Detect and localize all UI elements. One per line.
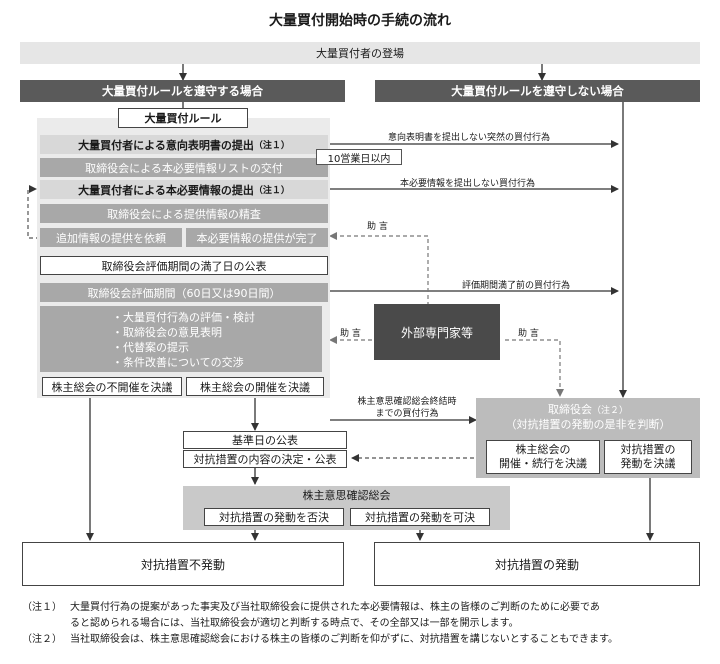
eval-task-item: ・条件改善についての交渉	[112, 356, 244, 369]
record-date-sub: 対抗措置の内容の決定・公表	[183, 450, 347, 468]
label-pre-expiry: 評価期間満了前の買付行為	[462, 281, 571, 291]
footnote-2: （注２）当社取締役会は、株主意思確認総会における株主の皆様のご判断を仰がずに、対…	[22, 634, 618, 645]
right-header: 大量買付ルールを遵守しない場合	[375, 80, 700, 102]
days-badge: 10営業日以内	[316, 149, 402, 165]
board-title: 取締役会（注２） （対抗措置の発動の是非を判断）	[476, 400, 700, 434]
external-experts: 外部専門家等	[374, 304, 500, 360]
footnotes: （注１）大量買付行為の提案があった事実及び当社取締役会に提供された本必要情報は、…	[22, 600, 712, 648]
label-before-meeting-2: までの買付行為	[375, 409, 439, 419]
left-header: 大量買付ルールを遵守する場合	[20, 80, 345, 102]
step-info-submit-text: 大量買付者による本必要情報の提出	[78, 183, 254, 197]
label-before-meeting: 株主意思確認総会終結時 までの買付行為	[352, 396, 462, 420]
record-date-title: 基準日の公表	[183, 431, 347, 449]
step-review: 取締役会による提供情報の精査	[40, 204, 328, 223]
step-request-more: 追加情報の提供を依頼	[40, 228, 182, 247]
outcome-trigger: 対抗措置の発動	[374, 542, 700, 586]
step-eval-period: 取締役会評価期間（60日又は90日間）	[40, 283, 328, 302]
note2-ref: （注２）	[591, 405, 628, 416]
resolve-hold-meeting: 株主総会の開催を決議	[186, 377, 324, 396]
label-sudden: 意向表明書を提出しない突然の買付行為	[388, 133, 551, 143]
top-bar: 大量買付者の登場	[20, 42, 700, 64]
meeting-approve: 対抗措置の発動を可決	[350, 508, 490, 526]
eval-task-item: ・取締役会の意見表明	[112, 326, 222, 339]
diagram-title: 大量買付開始時の手続の流れ	[269, 13, 451, 29]
resolve-no-meeting: 株主総会の不開催を決議	[42, 377, 182, 396]
note1-ref-2: （注１）	[253, 186, 290, 196]
board-opt-meeting: 株主総会の 開催・続行を決議	[486, 440, 600, 474]
step-intent-letter-text: 大量買付者による意向表明書の提出	[78, 138, 254, 152]
step-info-complete: 本必要情報の提供が完了	[186, 228, 328, 247]
outcome-no-trigger: 対抗措置不発動	[22, 542, 344, 586]
meeting-title: 株主意思確認総会	[302, 489, 391, 502]
footnote-1: （注１）大量買付行為の提案があった事実及び当社取締役会に提供された本必要情報は、…	[22, 602, 600, 613]
step-intent-letter: 大量買付者による意向表明書の提出（注１）	[40, 135, 328, 154]
note1-ref: （注１）	[253, 141, 290, 151]
eval-task-item: ・大量買付行為の評価・検討	[112, 311, 255, 324]
step-info-submit: 大量買付者による本必要情報の提出（注１）	[40, 180, 328, 199]
rule-label: 大量買付ルール	[118, 108, 248, 128]
label-advice-right: 助 言	[518, 329, 539, 339]
eval-tasks: ・大量買付行為の評価・検討 ・取締役会の意見表明 ・代替案の提示 ・条件改善につ…	[40, 306, 322, 372]
label-no-info: 本必要情報を提出しない買付行為	[400, 179, 536, 189]
step-expiry-announce: 取締役会評価期間の満了日の公表	[40, 256, 328, 275]
eval-task-item: ・代替案の提示	[112, 341, 189, 354]
board-opt-trigger: 対抗措置の 発動を決議	[604, 440, 692, 474]
board-line2: （対抗措置の発動の是非を判断）	[505, 417, 671, 431]
meeting-deny: 対抗措置の発動を否決	[204, 508, 344, 526]
board-line1: 取締役会	[547, 402, 592, 416]
step-info-list: 取締役会による本必要情報リストの交付	[40, 158, 328, 177]
label-advice-left: 助 言	[340, 329, 361, 339]
label-advice-top: 助 言	[367, 222, 388, 232]
label-before-meeting-1: 株主意思確認総会終結時	[357, 397, 457, 407]
footnote-1-cont: ると認められる場合には、当社取締役会が適切と判断する時点で、その全部又は一部を開…	[70, 618, 519, 629]
